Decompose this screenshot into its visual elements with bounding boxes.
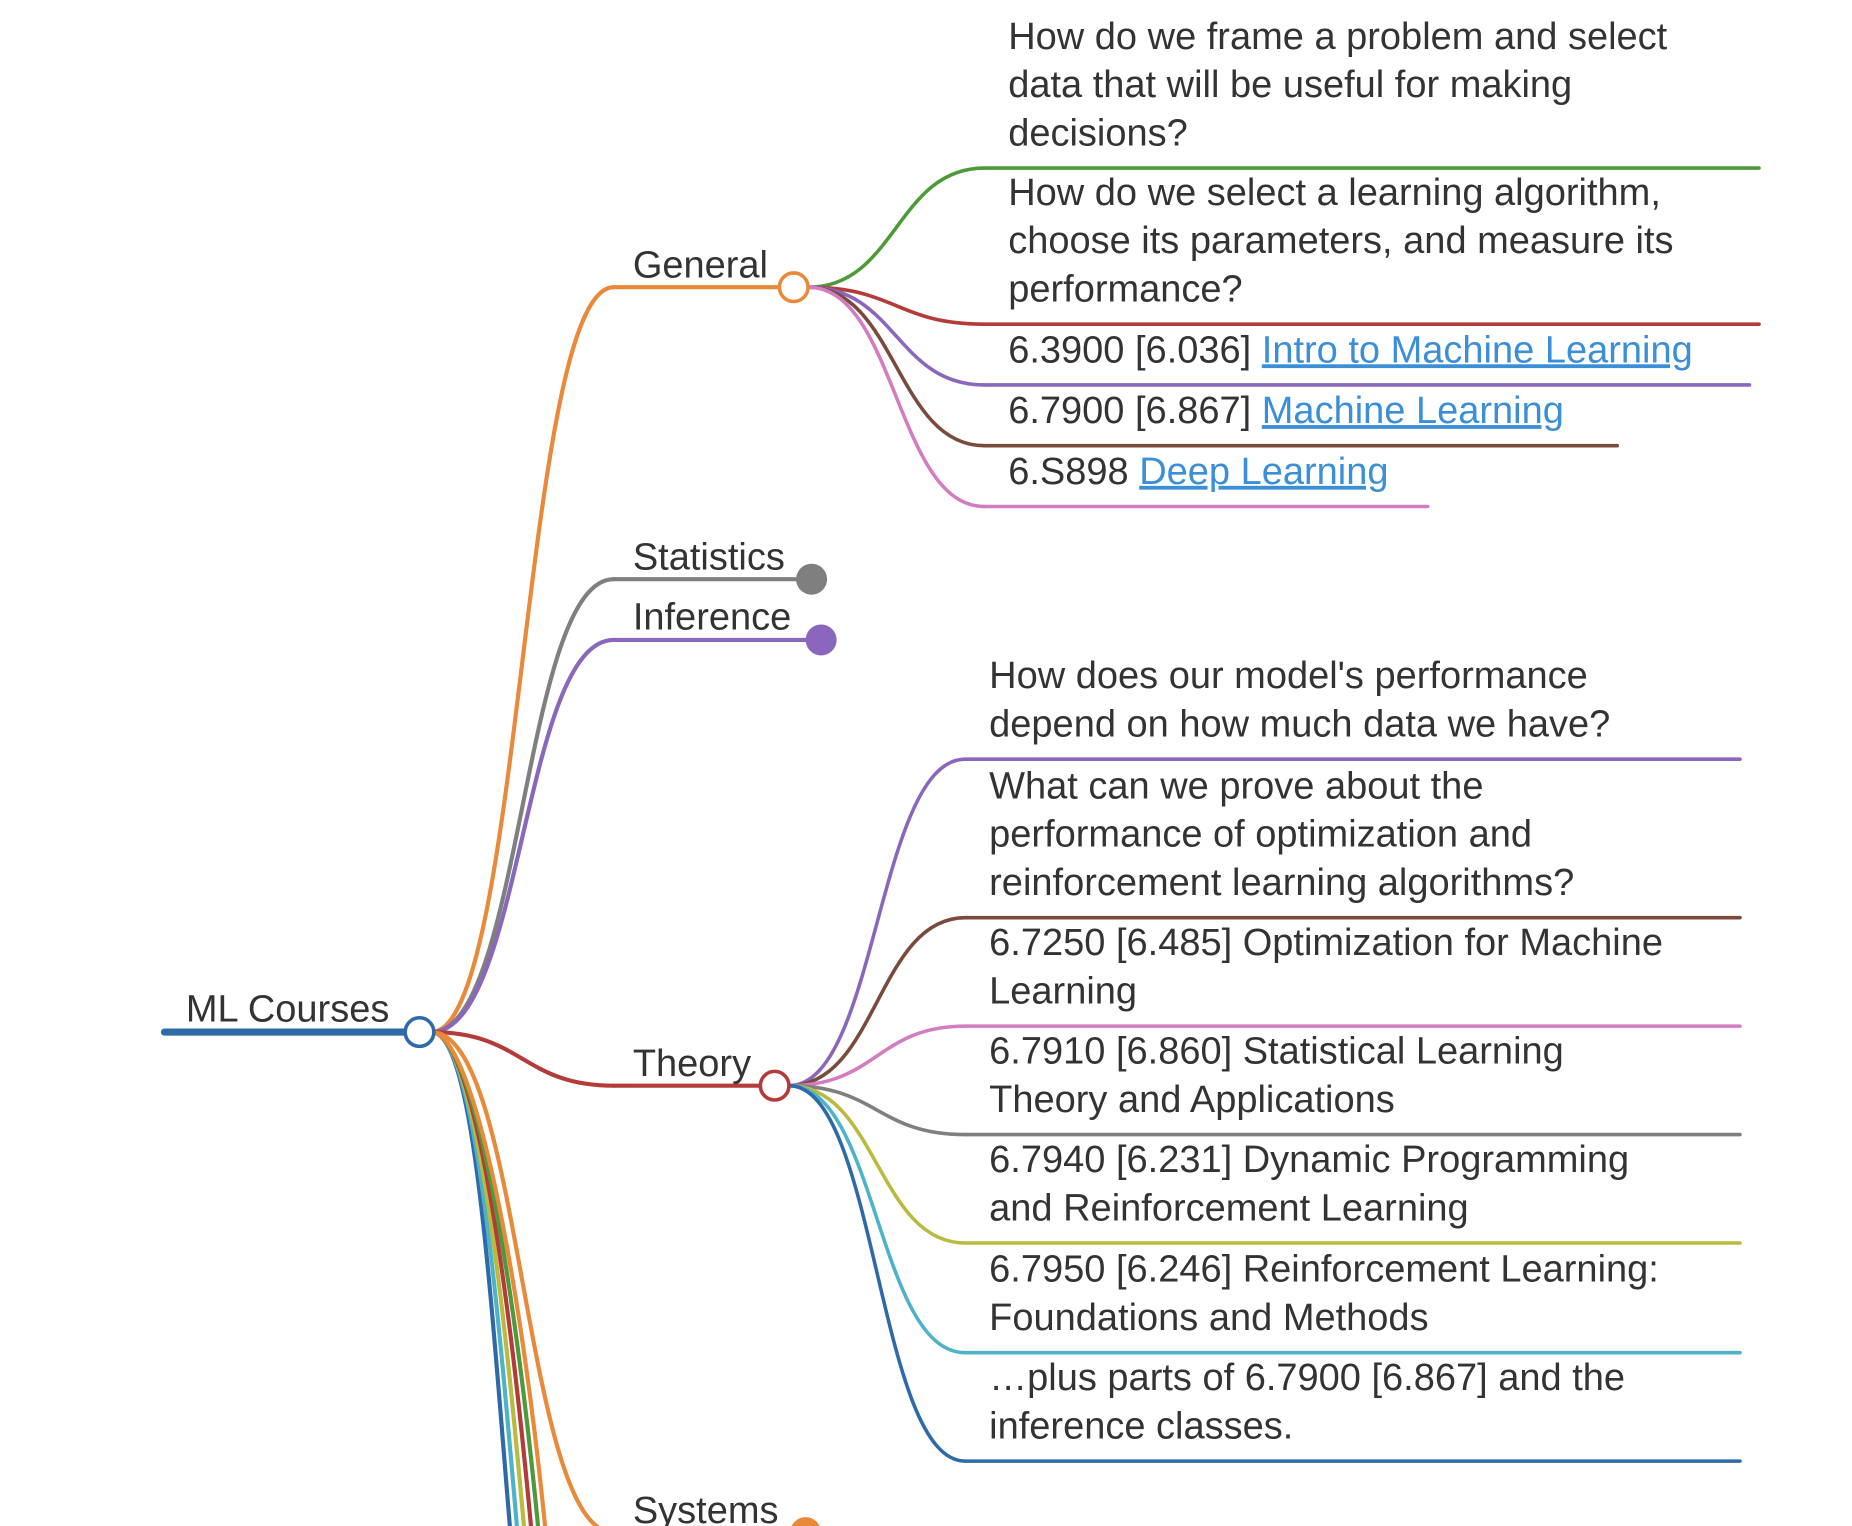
leaf-line: Theory and Applications xyxy=(989,1079,1395,1121)
leaf-line: How does our model's performance xyxy=(989,655,1588,697)
branch-general[interactable]: General xyxy=(633,245,768,287)
branches-layer: General Statistics Inference Theory Syst… xyxy=(633,245,791,1526)
leaf-course-6-7250: 6.7250 [6.485] Optimization for Machine … xyxy=(989,922,1673,1012)
root-node[interactable]: ML Courses xyxy=(186,988,436,1049)
course-code: 6.3900 [6.036] xyxy=(1008,329,1262,371)
leaf-line: reinforcement learning algorithms? xyxy=(989,862,1574,904)
root-label: ML Courses xyxy=(186,988,389,1030)
leaf-course-6-7910: 6.7910 [6.860] Statistical Learning Theo… xyxy=(989,1031,1574,1121)
expand-node-general[interactable] xyxy=(777,271,810,304)
nodes-layer xyxy=(758,271,837,1526)
branch-systems[interactable]: Systems xyxy=(633,1490,779,1526)
leaf-theory-question-prove: What can we prove about the performance … xyxy=(989,765,1574,904)
collapsed-node-inference[interactable] xyxy=(805,624,837,656)
link-general-child-1 xyxy=(806,285,987,326)
branch-label-systems: Systems xyxy=(633,1490,779,1526)
leaf-line: What can we prove about the xyxy=(989,765,1483,807)
leaf-line: 6.7950 [6.246] Reinforcement Learning: xyxy=(989,1249,1659,1291)
leaf-line: data that will be useful for making xyxy=(1008,64,1572,106)
leaf-theory-plus-parts: …plus parts of 6.7900 [6.867] and the in… xyxy=(989,1357,1635,1447)
leaf-line: How do we select a learning algorithm, xyxy=(1008,172,1661,214)
leaf-general-question-algorithm: How do we select a learning algorithm, c… xyxy=(1008,172,1684,311)
link-root-theory xyxy=(429,1029,616,1088)
link-root-inference xyxy=(429,637,616,1035)
leaf-line: decisions? xyxy=(1008,112,1188,154)
link-offscreen-5 xyxy=(431,1029,548,1526)
leaf-line: How do we frame a problem and select xyxy=(1008,16,1667,58)
leaf-general-question-framing: How do we frame a problem and select dat… xyxy=(1008,16,1678,155)
course-link-intro-ml[interactable]: Intro to Machine Learning xyxy=(1262,329,1693,371)
expand-node-theory[interactable] xyxy=(758,1069,791,1102)
leaf-line: 6.7910 [6.860] Statistical Learning xyxy=(989,1031,1564,1073)
link-theory-child-5 xyxy=(787,1083,968,1355)
link-theory-child-0 xyxy=(787,757,968,1088)
leaf-line: Learning xyxy=(989,970,1137,1012)
leaf-course-6-s898: 6.S898 Deep Learning xyxy=(1008,451,1388,493)
link-general-child-2 xyxy=(806,285,987,387)
branch-label-inference: Inference xyxy=(633,596,791,638)
leaf-line: depend on how much data we have? xyxy=(989,704,1610,746)
branch-theory[interactable]: Theory xyxy=(633,1043,751,1085)
course-code: 6.7900 [6.867] xyxy=(1008,390,1262,432)
link-general-child-3 xyxy=(806,285,987,448)
branch-inference[interactable]: Inference xyxy=(633,596,791,638)
leaf-theory-question-data: How does our model's performance depend … xyxy=(989,655,1610,745)
general-children: How do we frame a problem and select dat… xyxy=(1008,16,1693,493)
branch-label-general: General xyxy=(633,245,768,287)
link-theory-child-1 xyxy=(787,915,968,1088)
leaf-course-6-7950: 6.7950 [6.246] Reinforcement Learning: F… xyxy=(989,1249,1669,1339)
course-link-machine-learning[interactable]: Machine Learning xyxy=(1262,390,1564,432)
leaf-course-6-7900: 6.7900 [6.867] Machine Learning xyxy=(1008,390,1564,432)
theory-children: How does our model's performance depend … xyxy=(989,655,1673,1447)
leaf-course-6-7940: 6.7940 [6.231] Dynamic Programming and R… xyxy=(989,1139,1640,1229)
root-collapse-toggle[interactable] xyxy=(403,1015,436,1049)
link-root-general xyxy=(429,285,616,1035)
link-theory-child-4 xyxy=(787,1083,968,1245)
leaf-course-6-3900: 6.3900 [6.036] Intro to Machine Learning xyxy=(1008,329,1693,371)
leaf-line: 6.7940 [6.231] Dynamic Programming xyxy=(989,1139,1629,1181)
link-general-child-0 xyxy=(806,166,987,290)
underline-layer xyxy=(160,166,1761,1463)
leaf-line: …plus parts of 6.7900 [6.867] and the xyxy=(989,1357,1625,1399)
branch-label-statistics: Statistics xyxy=(633,537,785,579)
collapsed-node-systems[interactable] xyxy=(790,1517,821,1526)
leaf-line: and Reinforcement Learning xyxy=(989,1187,1469,1229)
links-layer xyxy=(429,166,987,1526)
leaf-line: 6.7250 [6.485] Optimization for Machine xyxy=(989,922,1663,964)
leaf-line: choose its parameters, and measure its xyxy=(1008,220,1673,262)
link-theory-child-6 xyxy=(787,1083,968,1463)
leaf-line: Foundations and Methods xyxy=(989,1297,1428,1339)
link-root-systems xyxy=(429,1029,601,1526)
leaf-line: performance? xyxy=(1008,269,1242,311)
branch-label-theory: Theory xyxy=(633,1043,751,1085)
collapsed-node-statistics[interactable] xyxy=(796,563,828,595)
branch-statistics[interactable]: Statistics xyxy=(633,537,785,579)
course-link-deep-learning[interactable]: Deep Learning xyxy=(1139,451,1388,493)
leaf-line: performance of optimization and xyxy=(989,814,1532,856)
link-theory-child-3 xyxy=(787,1083,968,1137)
leaf-line: inference classes. xyxy=(989,1405,1293,1447)
link-theory-child-2 xyxy=(787,1024,968,1088)
link-general-child-4 xyxy=(806,285,987,509)
course-code: 6.S898 xyxy=(1008,451,1139,493)
